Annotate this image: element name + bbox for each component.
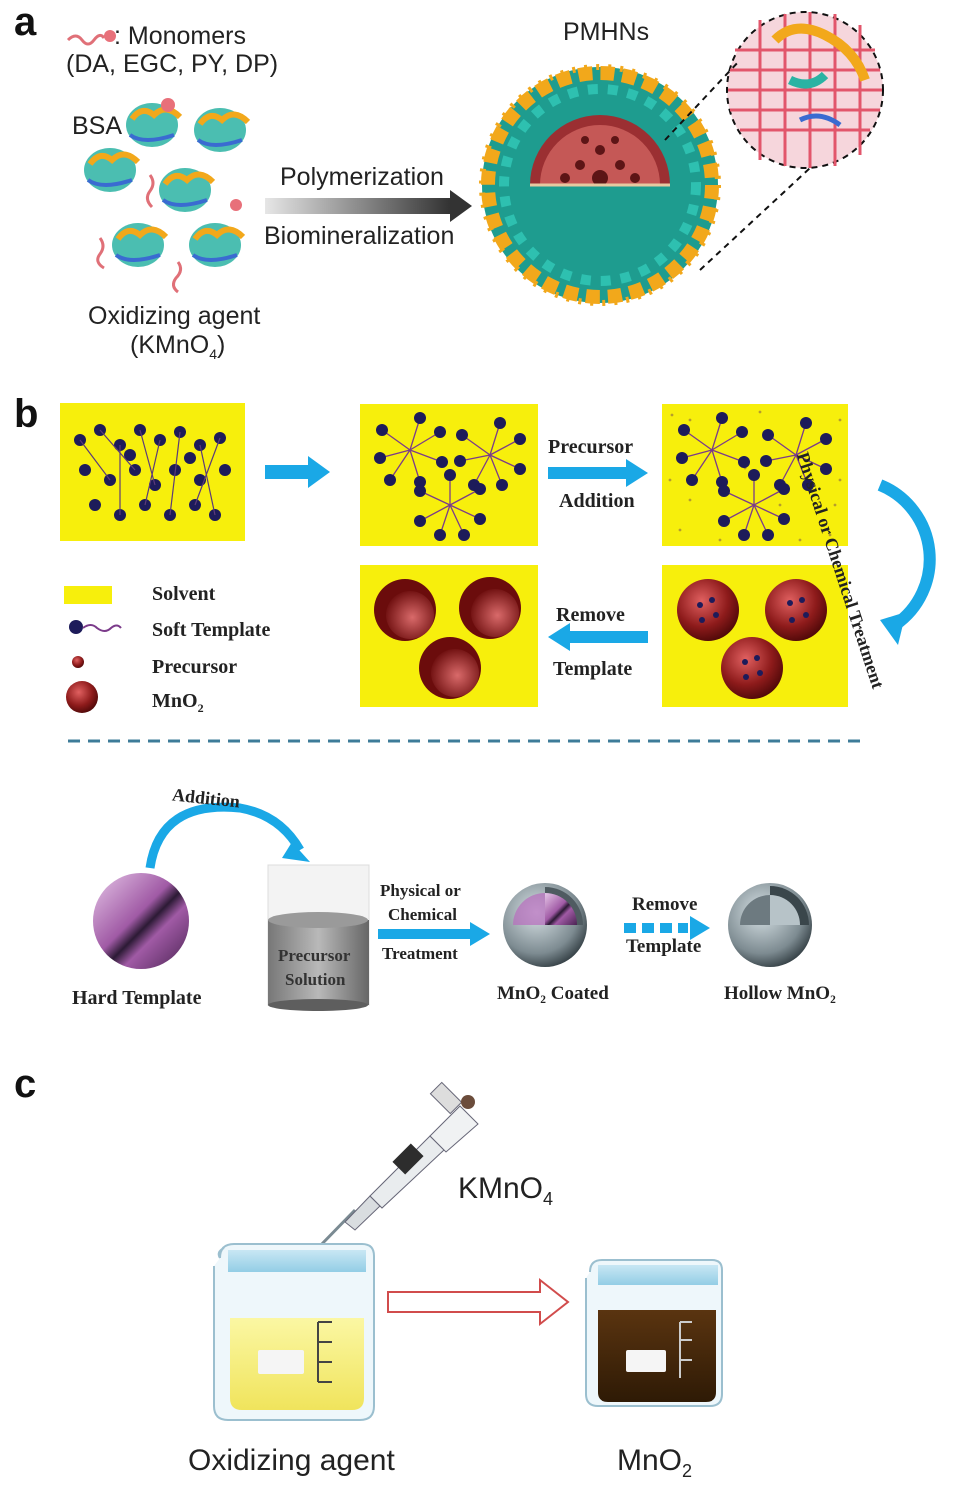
blue-arrow-hard-1 <box>378 922 490 946</box>
soft-template-box-1 <box>60 403 245 541</box>
soft-template-box-4 <box>662 565 848 707</box>
mno2-bottom-label: MnO2 <box>617 1444 693 1481</box>
beaker-gray <box>267 864 370 1011</box>
monomer-icon <box>66 30 116 46</box>
panel-letter-b: b <box>14 392 39 436</box>
legend-soft-template: Soft Template <box>152 619 271 641</box>
legend-precursor: Precursor <box>152 656 238 678</box>
treatment-line2: Chemical <box>388 905 457 924</box>
precursor-addition-top: Precursor <box>548 436 634 458</box>
blue-arrow-2 <box>548 459 648 487</box>
addition-curve-arrow <box>145 802 304 869</box>
legend-icons <box>64 586 122 713</box>
legend-mno2: MnO2 <box>152 690 204 715</box>
monomer-label: : Monomers <box>114 22 246 50</box>
precursor-solution-line2: Solution <box>285 970 346 989</box>
oxidizing-agent-bottom-label: Oxidizing agent <box>188 1444 395 1477</box>
soft-template-box-5 <box>360 565 538 707</box>
bsa-protein-cluster <box>84 98 251 294</box>
remove-line2: Template <box>626 936 702 957</box>
zoom-inset <box>664 11 884 271</box>
soft-template-box-2 <box>360 404 538 546</box>
pmhn-nanoparticle <box>479 64 721 306</box>
bsa-label: BSA <box>72 112 123 140</box>
panel-letter-c: c <box>14 1062 37 1106</box>
hard-template-ball <box>93 873 189 969</box>
curved-treatment-arrow <box>877 479 936 645</box>
hollow-mno2-label: Hollow MnO₂ <box>724 983 836 1004</box>
biomineralization-label: Biomineralization <box>264 222 455 250</box>
oxidizing-agent-label: Oxidizing agent <box>88 302 261 330</box>
hard-template-label: Hard Template <box>72 987 202 1009</box>
remove-template-bottom: Template <box>553 658 633 680</box>
mno2-coated-label: MnO₂ Coated <box>497 983 609 1004</box>
legend-solvent: Solvent <box>152 583 216 605</box>
kmno4-reagent-label: KMnO4 <box>458 1172 554 1209</box>
treatment-line3: Treatment <box>382 944 458 963</box>
coated-sphere <box>503 883 587 967</box>
monomer-list: (DA, EGC, PY, DP) <box>66 50 279 78</box>
pipette-icon <box>316 1081 479 1250</box>
treatment-line1: Physical or <box>380 881 461 900</box>
blue-arrow-3 <box>548 623 648 651</box>
precursor-solution-line1: Precursor <box>278 946 351 965</box>
hollow-sphere <box>728 883 812 967</box>
soft-template-box-3 <box>662 404 848 546</box>
blue-arrow-1 <box>265 456 330 488</box>
pmhns-label: PMHNs <box>563 18 650 46</box>
polymerization-arrow <box>265 190 472 222</box>
beaker-yellow <box>213 1243 375 1421</box>
remove-line1: Remove <box>632 894 698 915</box>
kmno4-formula: (KMnO4) <box>130 331 226 362</box>
precursor-addition-bottom: Addition <box>559 490 635 512</box>
beaker-brown <box>585 1259 723 1407</box>
polymerization-label: Polymerization <box>280 163 444 191</box>
remove-template-top: Remove <box>556 604 625 626</box>
hollow-red-arrow <box>387 1277 570 1327</box>
dashed-blue-arrow <box>624 916 710 940</box>
panel-letter-a: a <box>14 0 37 44</box>
